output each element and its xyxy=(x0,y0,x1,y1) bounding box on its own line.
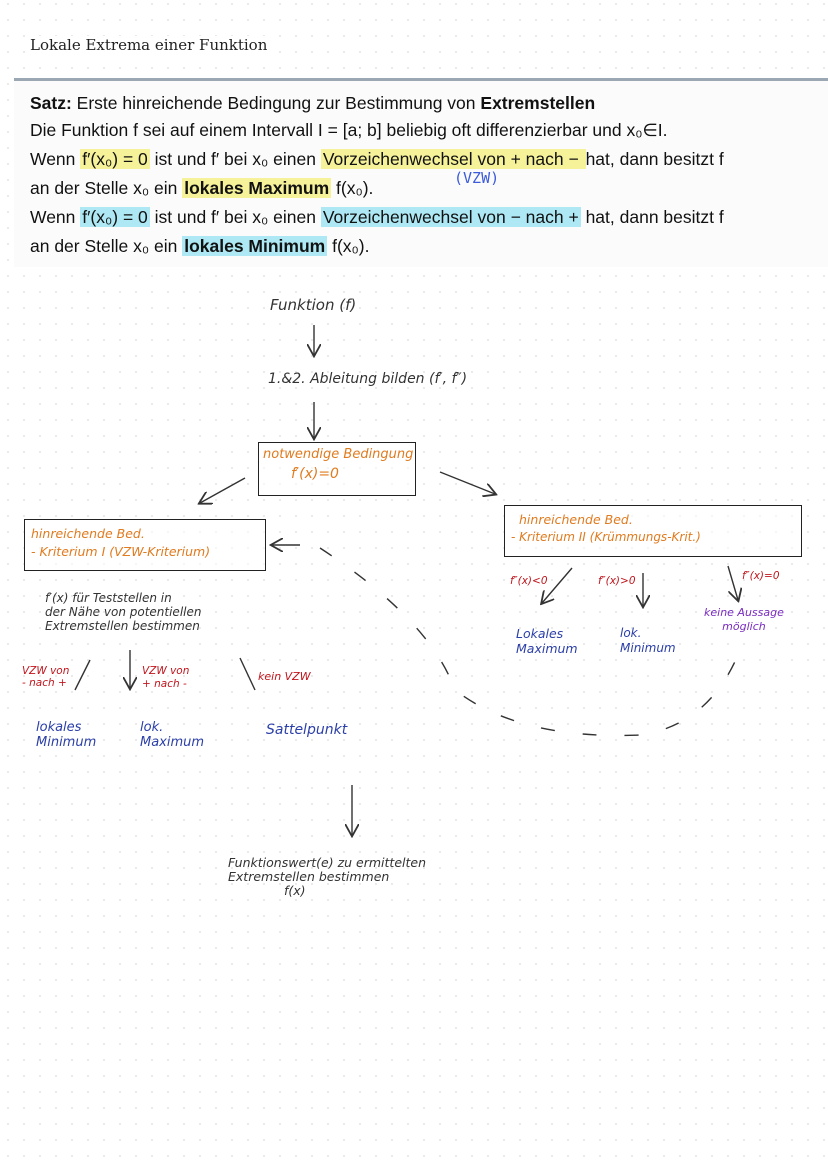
label: + nach - xyxy=(142,678,187,690)
criterion-1-box: hinreichende Bed. - Kriterium I (VZW-Kri… xyxy=(24,519,266,571)
final-step: Funktionswert(e) zu ermittelten Extremst… xyxy=(228,856,426,898)
text: f(x₀). xyxy=(331,178,374,198)
result-local-max: lok. Maximum xyxy=(140,720,204,750)
text: hat, dann besitzt f xyxy=(585,149,724,169)
min-highlight: lokales Minimum xyxy=(182,236,328,256)
condition-highlight: f′(x₀) = 0 xyxy=(80,207,150,227)
page-title: Lokale Extrema einer Funktion xyxy=(28,36,270,54)
cond-second-derivative-negative: f″(x)<0 xyxy=(510,575,548,587)
criterion-2-box: hinreichende Bed. - Kriterium II (Krümmu… xyxy=(504,505,802,557)
text: ist und f′ bei x₀ einen xyxy=(149,207,321,227)
theorem-heading-text: Erste hinreichende Bedingung zur Bestimm… xyxy=(71,93,481,113)
theorem-line-4: an der Stelle x₀ ein lokales Maximum f(x… xyxy=(30,178,373,199)
vzw-plus-minus: VZW von + nach - xyxy=(142,665,189,691)
label: möglich xyxy=(722,620,766,633)
theorem-heading-bold: Extremstellen xyxy=(480,93,596,113)
theorem-line-3: Wenn f′(x₀) = 0 ist und f′ bei x₀ einen … xyxy=(30,149,724,170)
necessary-title: notwendige Bedingung xyxy=(263,447,414,462)
theorem-heading: Satz: Erste hinreichende Bedingung zur B… xyxy=(30,93,595,114)
label: lokales xyxy=(36,720,82,735)
cond-second-derivative-zero: f″(x)=0 xyxy=(742,570,780,582)
label: VZW von xyxy=(22,665,70,677)
text: Wenn xyxy=(30,149,81,169)
criterion-1-subtitle: - Kriterium I (VZW-Kriterium) xyxy=(31,544,211,559)
cond-second-derivative-positive: f″(x)>0 xyxy=(598,575,636,587)
theorem-line-6: an der Stelle x₀ ein lokales Minimum f(x… xyxy=(30,236,370,257)
max-highlight: lokales Maximum xyxy=(182,178,332,198)
right-result-min: lok. Minimum xyxy=(620,626,676,656)
left-note-line: Extremstellen bestimmen xyxy=(45,619,200,633)
theorem-box: Satz: Erste hinreichende Bedingung zur B… xyxy=(14,78,828,267)
sign-change-highlight: Vorzeichenwechsel von + nach − xyxy=(320,149,586,169)
arrow-left-branch xyxy=(200,477,246,503)
label: Extremstellen bestimmen xyxy=(228,869,390,884)
label: Maximum xyxy=(516,641,578,656)
no-vzw: kein VZW xyxy=(258,670,311,683)
label: Funktionswert(e) zu ermittelten xyxy=(228,855,427,870)
sign-change-highlight: Vorzeichenwechsel von − nach + xyxy=(320,207,581,227)
label: lok. xyxy=(620,626,642,640)
necessary-condition-box: notwendige Bedingung f′(x)=0 xyxy=(258,442,416,496)
arrow-right-branch xyxy=(439,471,495,494)
criterion-2-subtitle: - Kriterium II (Krümmungs-Krit.) xyxy=(511,530,701,544)
text: Wenn xyxy=(30,207,81,227)
theorem-label: Satz: xyxy=(30,93,72,113)
label: lok. xyxy=(140,720,164,735)
text: f(x₀). xyxy=(327,236,370,256)
condition-highlight: f′(x₀) = 0 xyxy=(80,149,150,169)
vzw-note: (VZW) xyxy=(454,169,500,187)
step-function: Funktion (f) xyxy=(270,296,357,314)
arrow-cond-eq xyxy=(727,565,738,600)
left-note-line: f′(x) für Teststellen in xyxy=(45,591,172,605)
label: - nach + xyxy=(22,677,67,689)
label: Minimum xyxy=(36,735,97,750)
theorem-line-2: Die Funktion f sei auf einem Intervall I… xyxy=(30,120,668,140)
text: an der Stelle x₀ ein xyxy=(30,178,183,198)
vzw-minus-plus: VZW von - nach + xyxy=(22,665,69,689)
criterion-2-title: hinreichende Bed. xyxy=(519,512,633,527)
label: Minimum xyxy=(620,641,676,655)
label: Lokales xyxy=(516,626,564,641)
label: VZW von xyxy=(142,665,190,677)
arrow-cond-lt xyxy=(542,567,573,603)
arrow-vzw-mp xyxy=(74,659,91,691)
right-result-none: keine Aussage möglich xyxy=(704,606,784,634)
arrow-no-vzw xyxy=(239,657,256,691)
theorem-line-5: Wenn f′(x₀) = 0 ist und f′ bei x₀ einen … xyxy=(30,207,724,228)
step-derivatives: 1.&2. Ableitung bilden (f′, f″) xyxy=(268,371,468,387)
result-local-min: lokales Minimum xyxy=(36,720,96,750)
label: f(x) xyxy=(284,883,306,898)
text: hat, dann besitzt f xyxy=(580,207,724,227)
right-result-max: Lokales Maximum xyxy=(516,626,578,656)
result-saddle-point: Sattelpunkt xyxy=(266,722,348,738)
left-note: f′(x) für Teststellen in der Nähe von po… xyxy=(45,591,201,633)
text: an der Stelle x₀ ein xyxy=(30,236,183,256)
left-note-line: der Nähe von potentiellen xyxy=(45,605,202,619)
necessary-cond: f′(x)=0 xyxy=(291,466,339,482)
label: keine Aussage xyxy=(704,606,784,619)
criterion-1-title: hinreichende Bed. xyxy=(31,526,145,541)
text: ist und f′ bei x₀ einen xyxy=(149,149,321,169)
label: Maximum xyxy=(140,735,205,750)
